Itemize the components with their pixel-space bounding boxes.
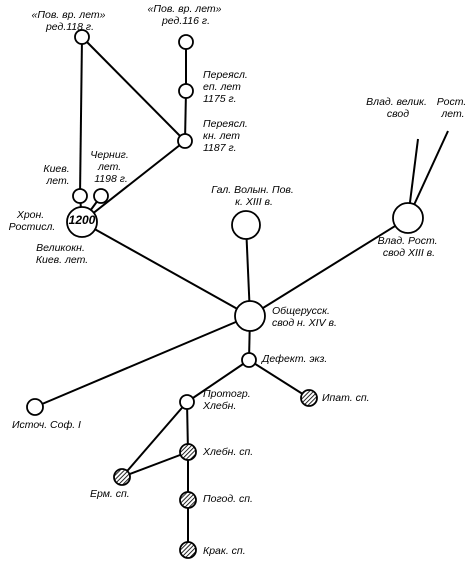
edge-pov118-kiev_let — [79, 36, 83, 197]
edge-rost_let-vlad_rost — [407, 130, 449, 219]
labels-layer: «Пов. вр. лет» ред.118 г. «Пов. вр. лет»… — [9, 3, 465, 557]
node-pereyasl-kn — [177, 133, 193, 149]
node-gal-volyn — [231, 210, 261, 240]
label-chernig: Черниг. лет. 1198 г. — [90, 149, 131, 185]
label-vlad-velik: Влад. велик. свод — [366, 96, 430, 120]
edge-pereyasl_ep-pereyasl_kn — [184, 90, 187, 142]
label-pov118: «Пов. вр. лет» ред.118 г. — [32, 9, 109, 33]
label-khlebn: Хлебн. сп. — [202, 446, 253, 458]
node-pogod — [179, 491, 197, 509]
node-defekt — [241, 352, 257, 368]
label-krak: Крак. сп. — [203, 545, 246, 557]
label-vlad-rost: Влад. Рост. свод XIII в. — [378, 235, 441, 259]
label-istoch: Источ. Соф. I — [12, 419, 81, 431]
edge-khlebn-erm — [121, 451, 189, 478]
label-pereyasl-kn: Переясл. кн. лет 1187 г. — [203, 118, 251, 154]
node-pov116 — [178, 34, 194, 50]
node-obshcherus — [234, 300, 266, 332]
label-erm: Ерм. сп. — [90, 488, 130, 500]
nodes-layer — [26, 29, 424, 559]
node-chernig — [93, 188, 109, 204]
label-ipat: Ипат. сп. — [322, 392, 370, 404]
label-pogod: Погод. сп. — [203, 493, 253, 505]
node-kiev-let — [72, 188, 88, 204]
edge-pov118-pereyasl_kn — [81, 36, 186, 142]
label-defekt: Дефект. экз. — [261, 353, 327, 365]
label-khron-rostisl: Хрон. Ростисл. — [9, 209, 56, 233]
node-istoch — [26, 398, 44, 416]
label-protogr: Протогр. Хлебн. — [202, 388, 254, 412]
edge-pereyasl_kn-kiev1200 — [81, 140, 186, 223]
label-kiev-let: Киев. лет. — [43, 163, 72, 187]
node-erm — [113, 468, 131, 486]
node-vlad-rost — [392, 202, 424, 234]
label-gal-volyn: Гал. Волын. Пов. к. XIII в. — [211, 184, 296, 208]
edge-kiev1200-obshcherus — [81, 221, 251, 317]
edge-protogr-erm — [121, 401, 188, 478]
edge-obshcherus-istoch — [34, 315, 251, 408]
edge-defekt-ipat — [248, 359, 310, 399]
node-khlebn — [179, 443, 197, 461]
edge-vlad_rost-obshcherus — [249, 217, 409, 317]
label-pov116: «Пов. вр. лет» ред.116 г. — [148, 3, 225, 27]
node-pereyasl-ep — [178, 83, 194, 99]
node-krak — [179, 541, 197, 559]
node-pov118 — [74, 29, 90, 45]
node-ipat — [300, 389, 318, 407]
label-rost-let: Рост. лет. — [437, 96, 465, 120]
label-1200: 1200 — [69, 213, 96, 227]
node-kiev1200 — [66, 206, 98, 238]
label-obshcherus: Общерусск. свод н. XIV в. — [272, 305, 337, 329]
label-pereyasl-ep: Переясл. еп. лет 1175 г. — [203, 69, 251, 105]
edge-defekt-protogr — [186, 359, 250, 403]
label-velikokn: Великокн. Киев. лет. — [36, 242, 88, 266]
node-protogr — [179, 394, 195, 410]
